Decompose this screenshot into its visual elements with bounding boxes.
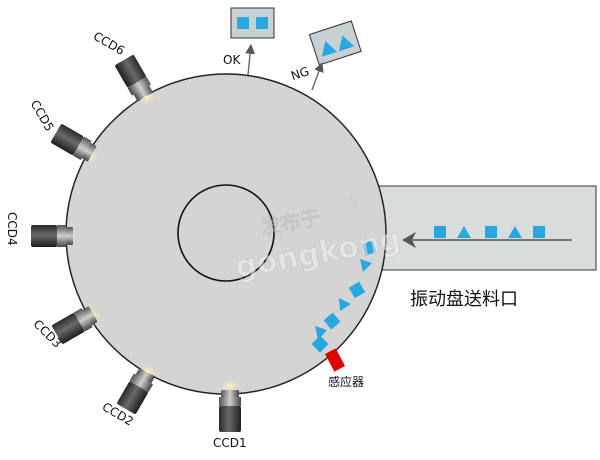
ccd4-label: CCD4: [5, 212, 19, 246]
part-triangle: [508, 226, 522, 238]
camera-ccd5: CCD5: [28, 98, 97, 162]
ng-arrow: [311, 62, 324, 91]
sensor-icon: [325, 348, 345, 372]
part-square: [533, 226, 545, 238]
camera-ccd1: CCD1: [213, 390, 247, 450]
camera-ccd3: CCD3: [31, 306, 98, 351]
feeder-caption: 振动盘送料口: [410, 289, 518, 310]
ccd1-label: CCD1: [213, 436, 247, 450]
feed-direction-arrow: [402, 232, 572, 248]
ccd5-label: CCD5: [28, 98, 57, 134]
disc-hub: [177, 184, 275, 282]
ng-label: NG: [289, 64, 311, 83]
part-square: [361, 240, 377, 256]
watermark-mark: ®: [347, 192, 362, 209]
part-triangle: [360, 259, 372, 272]
industrial-camera-icon: [115, 55, 153, 101]
part-triangle: [457, 226, 471, 238]
ok-bin-icon: [230, 7, 275, 39]
parts-in-chute: [434, 226, 545, 238]
industrial-camera-icon: [117, 368, 155, 414]
part-triangle: [315, 326, 327, 340]
part-triangle: [339, 298, 351, 311]
parts-on-disc: [311, 240, 377, 353]
ok-arrow: [245, 44, 255, 76]
part-square: [348, 281, 366, 299]
industrial-camera-icon: [31, 225, 73, 247]
camera-ccd2: CCD2: [100, 368, 155, 429]
industrial-camera-icon: [219, 390, 241, 432]
ccd6-label: CCD6: [91, 29, 127, 58]
industrial-camera-icon: [51, 124, 97, 162]
camera-ccd6: CCD6: [91, 29, 153, 101]
ng-bin-icon: [308, 20, 362, 66]
part-square: [323, 312, 341, 330]
ok-label: OK: [223, 53, 241, 67]
sensor-label: 感应器: [328, 374, 364, 389]
part-square: [485, 226, 497, 238]
part-square: [311, 335, 329, 353]
industrial-camera-icon: [52, 306, 98, 344]
camera-ccd4: CCD4: [5, 212, 73, 247]
part-square: [434, 226, 446, 238]
